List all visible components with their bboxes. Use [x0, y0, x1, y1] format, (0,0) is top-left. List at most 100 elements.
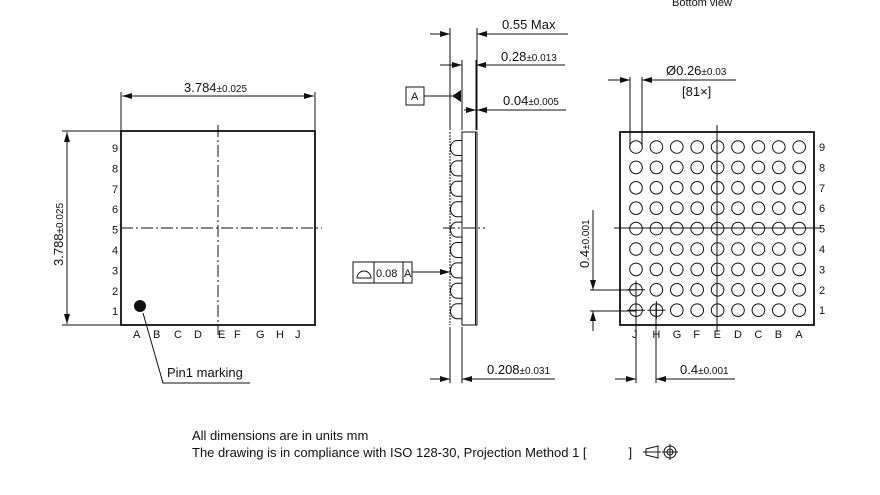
solder-ball-profile [450, 160, 462, 177]
solder-ball-E4 [710, 242, 725, 256]
column-label: A [133, 329, 141, 341]
datum-label: A [411, 91, 419, 103]
solder-ball-C9 [751, 140, 766, 154]
row-label: 1 [112, 306, 118, 318]
solder-ball-F5 [690, 221, 705, 236]
first-angle-projection-icon [643, 444, 678, 460]
profile-of-surface-icon [356, 270, 372, 279]
solder-ball-J4 [629, 242, 643, 256]
solder-ball-profile [450, 303, 462, 320]
layer-thickness-dimension: 0.04±0.005 [503, 93, 559, 108]
column-label: A [795, 329, 803, 341]
compliance-note: The drawing is in compliance with ISO 12… [192, 445, 632, 460]
solder-ball-E5 [710, 221, 725, 236]
pin1-label: Pin1 marking [167, 365, 243, 380]
solder-ball-B2 [772, 283, 786, 297]
solder-ball-B8 [772, 160, 786, 175]
row-label: 9 [819, 142, 825, 154]
solder-ball-profile [450, 140, 462, 156]
solder-ball-profile [450, 180, 462, 197]
solder-ball-D7 [731, 181, 745, 195]
row-label: 8 [112, 163, 118, 175]
solder-ball-J9 [629, 140, 643, 154]
solder-ball-H5 [649, 221, 664, 236]
solder-ball-J7 [629, 181, 643, 195]
solder-ball-E1 [710, 303, 725, 318]
solder-ball-J6 [629, 201, 643, 215]
datum-triangle-icon [452, 90, 461, 102]
solder-ball-G1 [670, 303, 684, 318]
solder-ball-A1 [792, 303, 807, 318]
solder-ball-profile [450, 282, 462, 299]
ball-height-dimension: 0.208±0.031 [487, 362, 550, 377]
row-label: 2 [112, 286, 118, 298]
solder-ball-G2 [670, 283, 684, 297]
solder-ball-D9 [731, 140, 745, 154]
solder-ball-A4 [792, 242, 807, 256]
solder-ball-H8 [649, 160, 664, 175]
column-label: J [295, 329, 301, 341]
column-label: B [153, 329, 160, 341]
solder-ball-C6 [751, 201, 766, 215]
solder-ball-D6 [731, 201, 745, 215]
solder-ball-G4 [670, 242, 684, 256]
solder-ball-H7 [649, 181, 664, 195]
column-label: J [632, 329, 638, 341]
ball-count: [81×] [682, 84, 711, 99]
solder-ball-D8 [731, 160, 745, 175]
solder-ball-B7 [772, 181, 786, 195]
side-view: 0.55 Max 0.28±0.013 0.04±0.005 A 0.08 A … [352, 17, 568, 383]
solder-ball-C4 [751, 242, 766, 256]
solder-ball-C5 [751, 221, 766, 236]
row-label: 1 [819, 305, 825, 317]
max-height-dimension: 0.55 Max [502, 17, 556, 32]
height-dimension: 3.788±0.025 [51, 203, 66, 266]
solder-ball-D5 [731, 221, 745, 236]
bracket-close: ] [628, 445, 633, 460]
tolerance-frame: 0.08 A [352, 261, 450, 284]
row-label: 3 [819, 264, 825, 276]
solder-ball-F3 [690, 262, 705, 277]
row-label: 7 [112, 184, 118, 196]
row-label: 8 [819, 162, 825, 174]
width-dimension: 3.784±0.025 [184, 80, 247, 95]
solder-ball-B4 [772, 242, 786, 256]
column-label: F [693, 329, 700, 341]
solder-ball-profile [450, 262, 462, 279]
body-thickness-dimension: 0.28±0.013 [501, 49, 557, 64]
compliance-text: The drawing is in compliance with ISO 12… [192, 445, 587, 460]
solder-ball-D3 [731, 262, 745, 277]
vertical-pitch-dimension: 0.4±0.001 [577, 219, 592, 268]
column-label: C [174, 329, 182, 341]
solder-ball-C1 [751, 303, 766, 318]
solder-ball-H2 [649, 283, 664, 297]
solder-ball-C7 [751, 181, 766, 195]
solder-ball-A9 [792, 140, 807, 154]
solder-ball-C2 [751, 283, 766, 297]
column-label: G [673, 329, 682, 341]
row-label: 5 [112, 225, 118, 237]
column-label: B [775, 329, 782, 341]
row-label: 9 [112, 143, 118, 155]
solder-ball-A7 [792, 181, 807, 195]
pin1-marker [134, 300, 146, 312]
solder-ball-G8 [670, 160, 684, 175]
row-label: 6 [112, 204, 118, 216]
solder-ball-E9 [710, 140, 725, 154]
solder-ball-J5 [629, 221, 643, 236]
solder-ball-profile [450, 221, 462, 238]
row-label: 7 [819, 183, 825, 195]
solder-ball-H9 [649, 140, 664, 154]
solder-ball-E3 [710, 262, 725, 277]
solder-ball-F4 [690, 242, 705, 256]
solder-ball-J8 [629, 160, 643, 175]
column-label: E [218, 329, 225, 341]
solder-ball-F1 [690, 303, 705, 318]
solder-ball-J3 [629, 262, 643, 277]
solder-ball-profile [450, 201, 462, 218]
column-label: E [714, 329, 721, 341]
solder-ball-G9 [670, 140, 684, 154]
solder-ball-A2 [792, 283, 807, 297]
solder-ball-F7 [690, 181, 705, 195]
